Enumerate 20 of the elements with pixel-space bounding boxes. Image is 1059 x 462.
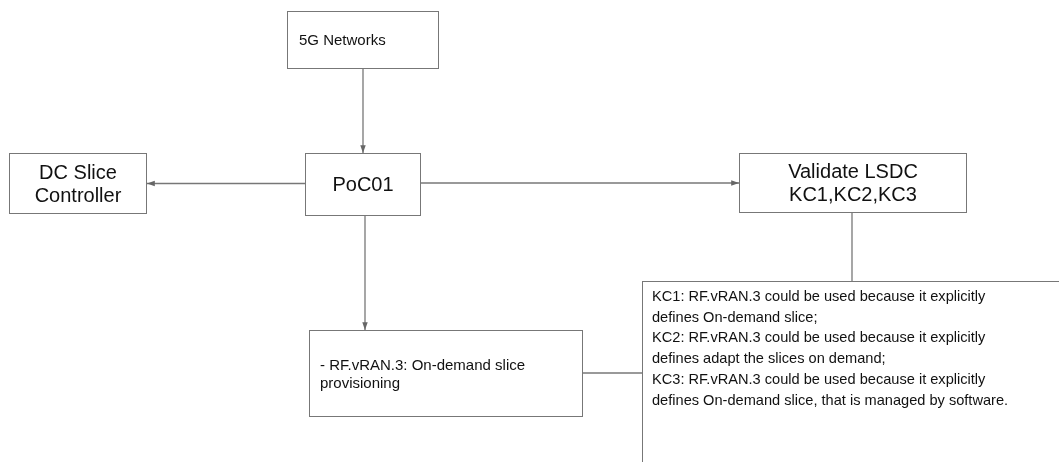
box-text: KC3: RF.vRAN.3 could be used because it explicitly defines On-demand slice, that is managed by software. bbox=[652, 369, 1010, 410]
requirement-box bbox=[309, 330, 583, 417]
connector-line bbox=[582, 372, 643, 374]
box-text: KC1: RF.vRAN.3 could be used because it explicitly defines On-demand slice; bbox=[652, 287, 987, 327]
box-text: 5G Networks bbox=[299, 31, 387, 49]
note-box bbox=[642, 281, 1059, 462]
validation-box bbox=[739, 153, 967, 213]
box-text: DC Slice Controller bbox=[33, 160, 123, 207]
source-box bbox=[287, 11, 439, 69]
box-text: PoC01 bbox=[331, 173, 395, 196]
box-text: Validate LSDC KC1,KC2,KC3 bbox=[787, 160, 919, 206]
connector-line bbox=[851, 212, 853, 282]
box-text: - RF.vRAN.3: On-demand slice provisioning bbox=[320, 356, 527, 391]
box-text: KC2: RF.vRAN.3 could be used because it explicitly defines adapt the slices on demand; bbox=[652, 328, 987, 369]
arrow bbox=[362, 215, 368, 331]
controller-box bbox=[9, 153, 147, 214]
arrow bbox=[360, 68, 366, 154]
arrow bbox=[420, 180, 740, 186]
poc-box bbox=[305, 153, 421, 216]
arrow bbox=[146, 180, 306, 187]
